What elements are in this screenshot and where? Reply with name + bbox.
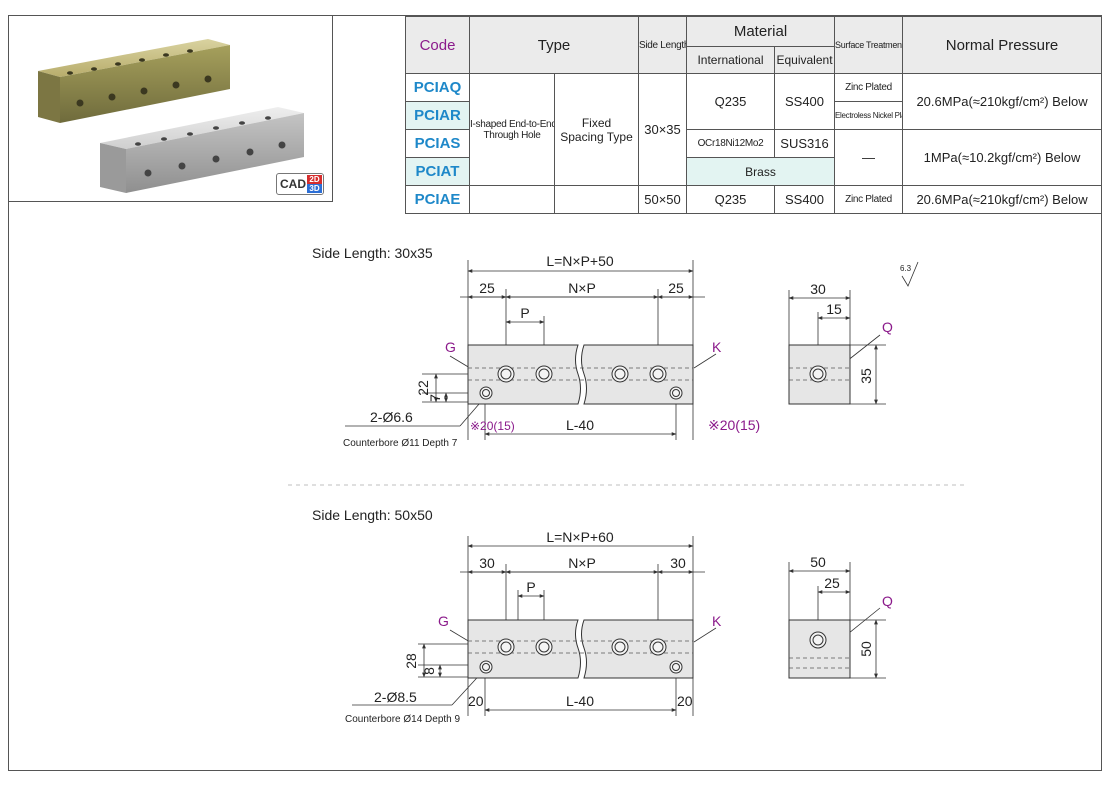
- dim-left-bottom-2: 20: [468, 693, 484, 709]
- block-side-view-1: [788, 344, 851, 405]
- dim-pitch-2: P: [526, 579, 535, 595]
- side-half-1: 15: [826, 301, 842, 317]
- side-height-1: 35: [858, 368, 874, 384]
- counterbore-1: Counterbore Ø11 Depth 7: [343, 438, 458, 449]
- label-k-2: K: [712, 613, 722, 629]
- dim-7: 7: [427, 394, 443, 402]
- international-cell: Q235: [686, 73, 775, 130]
- code-cell: PCIAR: [405, 101, 470, 130]
- dim-28: 28: [403, 653, 419, 669]
- drawing2-title: Side Length: 50x50: [312, 507, 433, 523]
- spacing-cell: Fixed Spacing Type: [554, 73, 639, 186]
- surface-cell: Zinc Plated: [834, 185, 904, 214]
- cad-3d-label: 3D: [307, 184, 322, 193]
- pressure-cell: 20.6MPa(≈210kgf/cm²) Below: [902, 185, 1103, 214]
- spacing-line-1: Fixed: [581, 115, 612, 130]
- international-cell: OCr18Ni12Mo2: [686, 129, 775, 158]
- dim-right-bottom-1: ※20(15): [708, 417, 760, 433]
- type-cell: I-shaped End-to-End Through Hole: [469, 73, 555, 186]
- dim-right-bottom-2: 20: [677, 693, 693, 709]
- side-width-1: 30: [810, 281, 826, 297]
- side-height-2: 50: [858, 641, 874, 657]
- side-width-2: 50: [810, 554, 826, 570]
- dim-overall-1: L=N×P+50: [546, 253, 614, 269]
- block-side-view-2: [788, 619, 851, 679]
- header-material: Material: [685, 16, 836, 47]
- dim-mid-bottom-2: L-40: [566, 693, 594, 709]
- header-equivalent: Equivalent: [773, 46, 836, 74]
- block-front-view-1: [467, 344, 694, 405]
- dim-right-end-1: 25: [668, 280, 684, 296]
- side-half-2: 25: [824, 575, 840, 591]
- equivalent-cell: SS400: [773, 73, 836, 130]
- dim-left-end-2: 30: [479, 555, 495, 571]
- product-photo: [8, 15, 333, 202]
- material-cell: Brass: [685, 157, 836, 186]
- block-front-view-2: [467, 619, 694, 679]
- dim-22: 22: [415, 380, 431, 396]
- dim-left-bottom-1: ※20(15): [470, 419, 515, 433]
- header-international: International: [686, 46, 775, 74]
- spacing-line-2: Spacing Type: [560, 129, 633, 144]
- spec-table: Code Type Side Length Material Surface T…: [405, 16, 1103, 214]
- dim-mid-bottom-1: L-40: [566, 417, 594, 433]
- hole-spec-1: 2-Ø6.6: [370, 409, 413, 425]
- cad-label: CAD: [280, 177, 306, 191]
- counterbore-2: Counterbore Ø14 Depth 9: [345, 714, 461, 725]
- dim-right-end-2: 30: [670, 555, 686, 571]
- code-cell: PCIAQ: [405, 73, 470, 102]
- product-image: [38, 39, 304, 193]
- header-normal-pressure: Normal Pressure: [902, 16, 1103, 74]
- spacing-cell: [554, 185, 639, 214]
- page-frame: [8, 15, 1102, 771]
- dim-pitch-1: P: [520, 305, 529, 321]
- drawing1-title: Side Length: 30x35: [312, 245, 433, 261]
- international-cell: Q235: [686, 185, 775, 214]
- header-type: Type: [469, 16, 639, 74]
- cad-2d-label: 2D: [307, 175, 322, 184]
- surface-cell: Electroless Nickel Plating: [834, 101, 904, 130]
- type-line-1: I-shaped End-to-End: [470, 118, 555, 130]
- equivalent-cell: SUS316: [773, 129, 836, 158]
- dim-overall-2: L=N×P+60: [546, 529, 614, 545]
- equivalent-cell: SS400: [773, 185, 836, 214]
- type-line-2: Through Hole: [483, 129, 541, 141]
- label-g-2: G: [438, 613, 449, 629]
- dim-middle-1: N×P: [568, 280, 596, 296]
- label-q-2: Q: [882, 593, 893, 609]
- header-code: Code: [405, 16, 470, 74]
- surface-cell: Zinc Plated: [834, 73, 904, 102]
- type-cell: [469, 185, 555, 214]
- label-q-1: Q: [882, 319, 893, 335]
- side-length-cell: 50×50: [638, 185, 687, 214]
- cad-2d-3d-badge[interactable]: CAD 2D 3D: [276, 173, 324, 195]
- code-cell: PCIAE: [405, 185, 470, 214]
- label-g-1: G: [445, 339, 456, 355]
- dim-8: 8: [421, 667, 437, 675]
- pressure-cell: 1MPa(≈10.2kgf/cm²) Below: [902, 129, 1103, 186]
- hole-spec-2: 2-Ø8.5: [374, 689, 417, 705]
- roughness-symbol: 6.3: [900, 264, 912, 273]
- header-side-length: Side Length: [638, 16, 687, 74]
- label-k-1: K: [712, 339, 722, 355]
- header-surface-treatment: Surface Treatment: [834, 16, 904, 74]
- dim-middle-2: N×P: [568, 555, 596, 571]
- dim-left-end-1: 25: [479, 280, 495, 296]
- pressure-cell: 20.6MPa(≈210kgf/cm²) Below: [902, 73, 1103, 130]
